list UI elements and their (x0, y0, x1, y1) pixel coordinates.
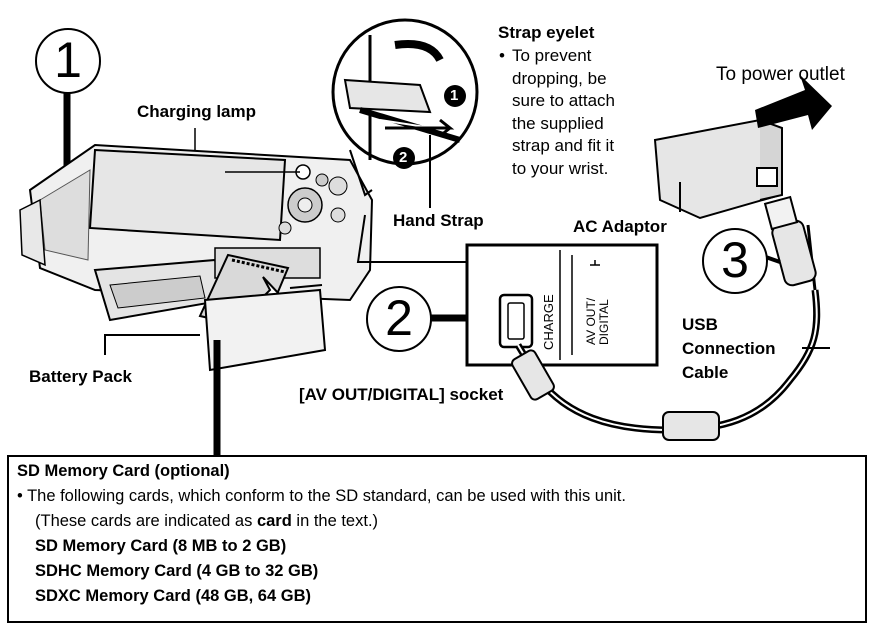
strap-step-2-badge (393, 147, 415, 169)
sd-card-note-box: SD Memory Card (optional) • The followin… (7, 455, 867, 623)
strap-eyelet-line: the supplied (512, 113, 604, 133)
usb-cable-label-3: Cable (682, 363, 729, 382)
usb-cable-label-1: USB (682, 315, 718, 334)
charging-lamp-label: Charging lamp (137, 102, 257, 121)
socket-leader (356, 214, 467, 263)
note-paren-line: (These cards are indicated as card in th… (35, 511, 378, 532)
note-card-item: SDHC Memory Card (4 GB to 32 GB) (35, 562, 319, 580)
note-card-item: SDXC Memory Card (48 GB, 64 GB) (35, 587, 311, 605)
ac-adaptor-label: AC Adaptor (573, 217, 667, 236)
note-paren-after: in the text.) (291, 512, 379, 530)
usb-cable-label-2: Connection (682, 339, 776, 358)
note-bullet-dot: • (17, 487, 28, 505)
strap-step-1-badge (444, 85, 466, 107)
note-card-item: SD Memory Card (8 MB to 2 GB) (35, 537, 287, 555)
socket-charge-text: CHARGE (541, 294, 556, 350)
hand-strap-label: Hand Strap (393, 211, 484, 230)
note-title: SD Memory Card (optional) (17, 462, 230, 480)
socket-panel (465, 243, 659, 367)
step-3-number: 3 (702, 228, 768, 294)
magnifier-pointer (349, 149, 373, 197)
battery-leader (104, 334, 200, 355)
av-socket-label: [AV OUT/DIGITAL] socket (299, 385, 504, 404)
power-outlet-label: To power outlet (716, 64, 845, 85)
strap-eyelet-line: dropping, be (512, 68, 607, 88)
note-bullet-line: • The following cards, which conform to … (17, 486, 626, 507)
strap-eyelet-bullet: • (499, 46, 505, 65)
strap-eyelet-line: sure to attach (512, 91, 616, 110)
strap-step-1-label: 1 (450, 87, 459, 104)
usb-cable (511, 195, 821, 441)
step-2-number: 2 (366, 286, 432, 352)
power-outlet-arrow (755, 75, 832, 130)
socket-avout-text-2: DIGITAL (597, 299, 611, 345)
strap-step-2-label: 2 (399, 149, 408, 166)
step-1-number: 1 (35, 28, 101, 94)
strap-eyelet-line: to your wrist. (512, 158, 609, 178)
note-paren-before: (These cards are indicated as (35, 512, 257, 530)
battery-pack (203, 284, 327, 372)
note-bullet-text: The following cards, which conform to th… (27, 487, 626, 505)
battery-pack-label: Battery Pack (29, 367, 133, 386)
strap-magnifier (331, 18, 479, 166)
note-paren-bold: card (256, 512, 292, 530)
camera-lcd-screen (88, 148, 287, 242)
strap-eyelet-line: strap and fit it (512, 136, 615, 155)
strap-eyelet-line: To prevent (512, 46, 592, 65)
strap-eyelet-text: To prevent dropping, be sure to attach t… (512, 45, 615, 180)
strap-eyelet-title: Strap eyelet (498, 23, 595, 42)
ac-adaptor (653, 118, 783, 220)
